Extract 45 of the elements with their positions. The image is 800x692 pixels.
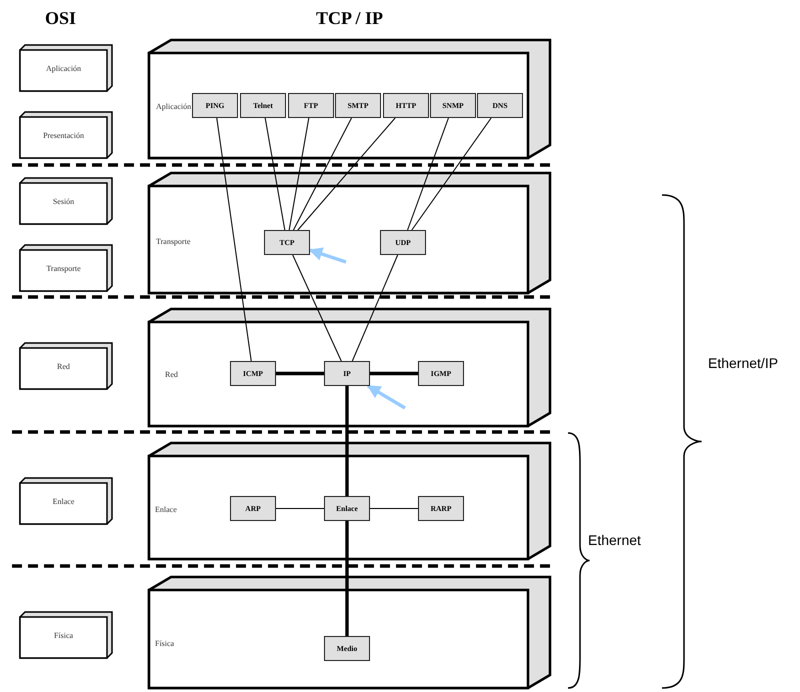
connector-line: [370, 508, 418, 509]
layer-name: Sesión: [52, 197, 76, 206]
layer-name: Física: [155, 639, 174, 648]
layer-name: Física: [52, 631, 74, 640]
column-heading: OSI: [45, 8, 76, 29]
connector-line: [370, 372, 418, 376]
layer-name: Enlace: [52, 497, 76, 506]
bracket-label: Ethernet: [588, 532, 641, 548]
layer-box: [20, 45, 112, 91]
connector-line: [264, 118, 286, 230]
connector-line: [345, 521, 349, 636]
layer-box: [20, 612, 112, 658]
layer-name: Aplicación: [44, 64, 82, 73]
layer-box: [20, 478, 112, 524]
layer-name: Transporte: [45, 264, 82, 273]
connector-line: [216, 118, 252, 362]
connector-line: [345, 386, 349, 496]
connector-line: [292, 118, 352, 230]
layer-name: Red: [56, 362, 71, 371]
layer-name: Transporte: [156, 237, 190, 246]
layer-name: Aplicación: [156, 102, 192, 111]
layer-box: [20, 112, 112, 158]
pointer-arrow: [366, 384, 406, 410]
pointer-arrow: [308, 247, 347, 264]
layer-box: [20, 178, 112, 224]
connector-line: [407, 118, 449, 230]
connector-line: [276, 508, 324, 509]
layer-name: Enlace: [155, 505, 177, 514]
layer-name: Red: [165, 370, 178, 379]
connector-line: [411, 118, 492, 230]
connector-line: [288, 118, 310, 230]
connector-line: [297, 118, 396, 230]
connector-line: [276, 372, 324, 376]
connector-line: [292, 254, 342, 362]
layer-panel: [149, 40, 550, 158]
layer-panel: [149, 577, 550, 688]
layer-panel: [149, 309, 550, 426]
layer-box: [20, 245, 112, 291]
layer-name: Presentación: [42, 131, 85, 140]
layer-panel: [149, 443, 550, 559]
layer-box: [20, 343, 112, 389]
connector-line: [352, 254, 398, 362]
layer-panel: [149, 173, 550, 293]
bracket-label: Ethernet/IP: [708, 355, 778, 371]
column-heading: TCP / IP: [316, 8, 384, 29]
